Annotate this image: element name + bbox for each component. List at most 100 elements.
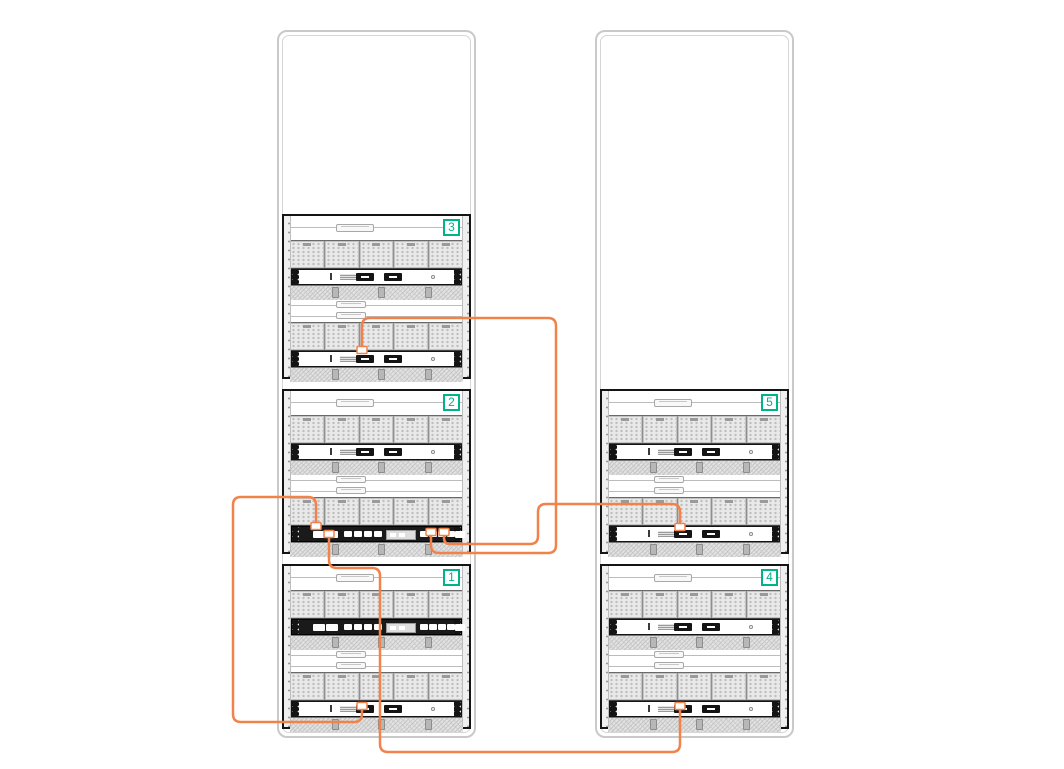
psu-handle: [378, 369, 386, 380]
link-port-1: [674, 448, 692, 456]
sfp-port-5: [420, 531, 428, 537]
frame-number-badge: 5: [761, 394, 778, 411]
uplink-port-3: [455, 531, 465, 538]
sfp-port-6: [429, 531, 437, 537]
bay-divider-strip: [284, 475, 469, 497]
fan-module: [642, 416, 677, 443]
psu-handle: [742, 462, 750, 473]
bar-endcap: [292, 352, 299, 366]
sfp-port-2: [354, 624, 362, 630]
fan-row: [608, 415, 781, 444]
vent-label: [658, 449, 674, 455]
status-led: [330, 705, 332, 712]
uplink-port-1: [313, 624, 325, 631]
fan-module: [712, 673, 747, 700]
psu-handle: [378, 287, 386, 298]
power-supply-row: [290, 460, 463, 475]
appliance-bar: [291, 444, 462, 460]
handle-bracket: [654, 476, 684, 483]
link-port-2: [384, 705, 402, 713]
sfp-port-6: [429, 624, 437, 630]
fan-module: [608, 416, 642, 443]
bay-divider-strip: [602, 475, 787, 497]
sfp-port-5: [420, 624, 428, 630]
fan-module: [394, 591, 429, 618]
reset-button: [749, 450, 753, 454]
fan-module: [642, 498, 677, 525]
psu-handle: [378, 462, 386, 473]
link-port-1: [356, 273, 374, 281]
uplink-port-1: [313, 531, 325, 538]
psu-handle: [378, 637, 386, 648]
psu-handle: [696, 462, 704, 473]
fan-module: [359, 323, 394, 350]
fan-module: [359, 591, 394, 618]
bar-endcap: [454, 352, 461, 366]
bar-endcap: [454, 702, 461, 716]
frame-2: 2: [282, 389, 471, 557]
fan-module: [324, 241, 359, 268]
fan-module: [712, 416, 747, 443]
fan-module: [324, 498, 359, 525]
reset-button: [431, 275, 435, 279]
reset-button: [749, 532, 753, 536]
psu-handle: [649, 719, 657, 730]
bar-endcap: [292, 527, 299, 541]
fan-module: [712, 498, 747, 525]
status-led: [648, 448, 650, 455]
handle-bracket: [654, 651, 684, 658]
link-port-1: [356, 448, 374, 456]
psu-handle: [742, 544, 750, 555]
bay-divider-strip: [284, 650, 469, 672]
power-supply-row: [608, 635, 781, 650]
fan-module: [290, 673, 324, 700]
frame-number-badge: 3: [443, 219, 460, 236]
fan-row: [290, 322, 463, 351]
handle-bracket: [336, 651, 366, 658]
fan-module: [324, 416, 359, 443]
link-port-1: [674, 623, 692, 631]
fan-module: [359, 416, 394, 443]
vent-label: [340, 449, 356, 455]
fan-module: [677, 591, 712, 618]
sfp-port-1: [344, 624, 352, 630]
rack-inner-frame: [600, 35, 789, 733]
fan-module: [359, 498, 394, 525]
fan-module: [747, 498, 781, 525]
reset-button: [431, 707, 435, 711]
link-port-1: [674, 705, 692, 713]
power-supply-row: [290, 635, 463, 650]
fan-row: [608, 672, 781, 701]
fan-module: [359, 241, 394, 268]
psu-handle: [331, 544, 339, 555]
fan-module: [290, 591, 324, 618]
frame-number-badge: 1: [443, 569, 460, 586]
reset-button: [431, 357, 435, 361]
fan-module: [608, 673, 642, 700]
psu-handle: [331, 462, 339, 473]
handle-bracket: [336, 312, 366, 319]
bar-endcap: [610, 445, 617, 459]
fan-row: [290, 672, 463, 701]
fan-module: [290, 416, 324, 443]
fan-module: [642, 673, 677, 700]
fan-module: [394, 323, 429, 350]
frame-top-strip: 3: [284, 216, 469, 240]
psu-handle: [424, 719, 432, 730]
power-supply-row: [608, 460, 781, 475]
fan-module: [608, 591, 642, 618]
vent-label: [658, 706, 674, 712]
power-supply-row: [608, 542, 781, 557]
power-supply-row: [290, 367, 463, 382]
bay-divider-strip: [284, 300, 469, 322]
sfp-port-3: [364, 531, 372, 537]
psu-handle: [696, 544, 704, 555]
fan-row: [290, 497, 463, 526]
power-supply-row: [290, 717, 463, 732]
fan-module: [429, 323, 463, 350]
fan-module: [712, 591, 747, 618]
handle-bracket: [336, 301, 366, 308]
handle-bracket: [336, 399, 374, 407]
psu-handle: [424, 462, 432, 473]
frame-number-badge: 4: [761, 569, 778, 586]
